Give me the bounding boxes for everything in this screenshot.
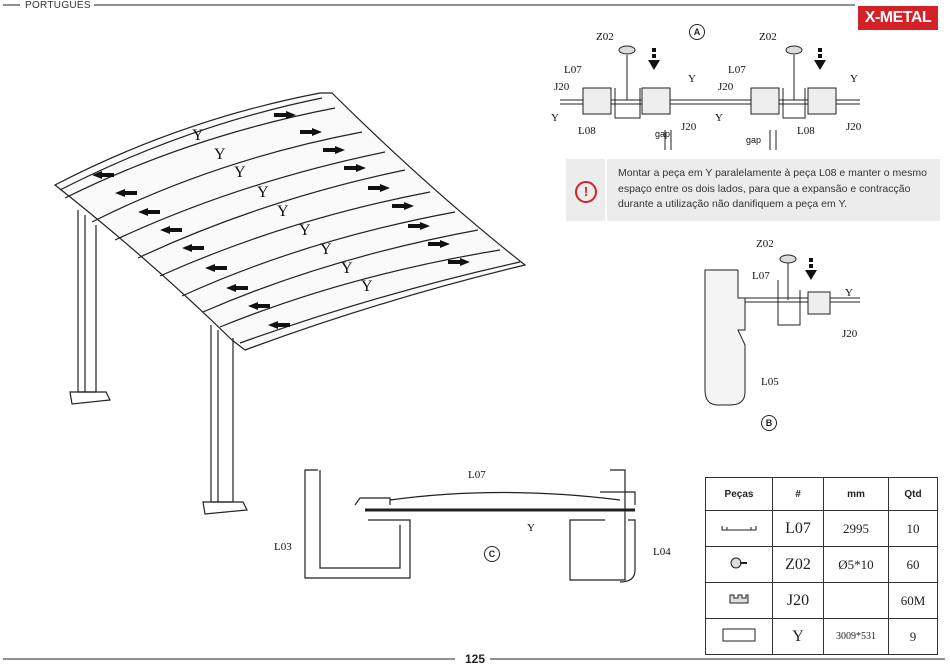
- language-label: PORTUGUÊS: [22, 0, 94, 11]
- gap-label: gap: [746, 135, 762, 145]
- warning-icon: !: [575, 181, 597, 203]
- label-l07: L07: [752, 270, 770, 282]
- panel-label-y: Y: [299, 222, 311, 239]
- part-code: J20: [772, 582, 824, 619]
- label-y: Y: [688, 73, 696, 85]
- panel-label-y: Y: [234, 164, 246, 181]
- panel-label-y: Y: [361, 278, 373, 295]
- part-code: Y: [772, 618, 824, 655]
- panel-label-y: Y: [320, 241, 332, 258]
- y-panel-icon: [705, 618, 773, 655]
- label-y: Y: [527, 522, 535, 534]
- label-y: Y: [715, 112, 723, 124]
- assembly-note-text: Montar a peça em Y paralelamente à peça …: [618, 167, 927, 210]
- table-row: Z02 Ø5*10 60: [705, 546, 938, 583]
- part-qty: 60M: [888, 582, 938, 619]
- label-l08: L08: [797, 125, 815, 137]
- detail-c-marker: C: [484, 546, 500, 562]
- label-l07: L07: [468, 469, 486, 481]
- l07-profile-icon: [705, 510, 773, 547]
- part-size: Ø5*10: [823, 546, 889, 583]
- part-size: 3009*531: [823, 618, 889, 655]
- panel-label-y: Y: [257, 184, 269, 201]
- panel-label-y: Y: [192, 127, 204, 144]
- parts-table: Peças # mm Qtd L07 2995 10 Z02 Ø5*10 60 …: [705, 477, 938, 655]
- detail-a-marker: A: [689, 24, 705, 40]
- z02-screw-icon: [705, 546, 773, 583]
- part-code: Z02: [772, 546, 824, 583]
- header-mm: mm: [823, 477, 889, 511]
- panel-label-y: Y: [214, 146, 226, 163]
- label-l07: L07: [728, 64, 746, 76]
- label-j20: J20: [846, 121, 862, 133]
- label-l04: L04: [653, 546, 671, 558]
- page-number: 125: [461, 652, 490, 666]
- label-j20: J20: [554, 81, 570, 93]
- label-z02: Z02: [756, 238, 774, 250]
- carport-drawing: [53, 92, 527, 515]
- label-l05: L05: [761, 376, 779, 388]
- table-header-row: Peças # mm Qtd: [705, 477, 938, 511]
- label-z02: Z02: [759, 31, 777, 43]
- gap-label: gap: [655, 129, 671, 139]
- label-j20: J20: [842, 328, 858, 340]
- label-l07: L07: [564, 64, 582, 76]
- assembly-note-box: [566, 159, 940, 221]
- detail-c-drawing: [304, 469, 636, 583]
- label-y: Y: [850, 73, 858, 85]
- label-y: Y: [845, 287, 853, 299]
- part-size: 2995: [823, 510, 889, 547]
- detail-a-arrows: [648, 48, 826, 70]
- table-row: L07 2995 10: [705, 510, 938, 547]
- label-y: Y: [551, 112, 559, 124]
- panel-label-y: Y: [341, 260, 353, 277]
- header-qty: Qtd: [888, 477, 938, 511]
- part-qty: 10: [888, 510, 938, 547]
- header-code: #: [772, 477, 824, 511]
- part-code: L07: [772, 510, 824, 547]
- header-parts: Peças: [705, 477, 773, 511]
- label-l03: L03: [274, 541, 292, 553]
- panel-label-y: Y: [277, 203, 289, 220]
- brand-logo: X-METAL: [858, 6, 938, 30]
- part-size: [823, 582, 889, 619]
- label-j20: J20: [681, 121, 697, 133]
- part-qty: 60: [888, 546, 938, 583]
- detail-a-drawing: [560, 45, 860, 150]
- label-j20: J20: [718, 81, 734, 93]
- label-z02: Z02: [596, 31, 614, 43]
- direction-arrows: [92, 111, 470, 329]
- detail-b-marker: B: [761, 415, 777, 431]
- j20-gasket-icon: [705, 582, 773, 619]
- label-l08: L08: [578, 125, 596, 137]
- table-row: Y 3009*531 9: [705, 618, 938, 655]
- part-qty: 9: [888, 618, 938, 655]
- detail-b-drawing: [704, 254, 860, 406]
- table-row: J20 60M: [705, 582, 938, 619]
- note-divider: [605, 159, 607, 221]
